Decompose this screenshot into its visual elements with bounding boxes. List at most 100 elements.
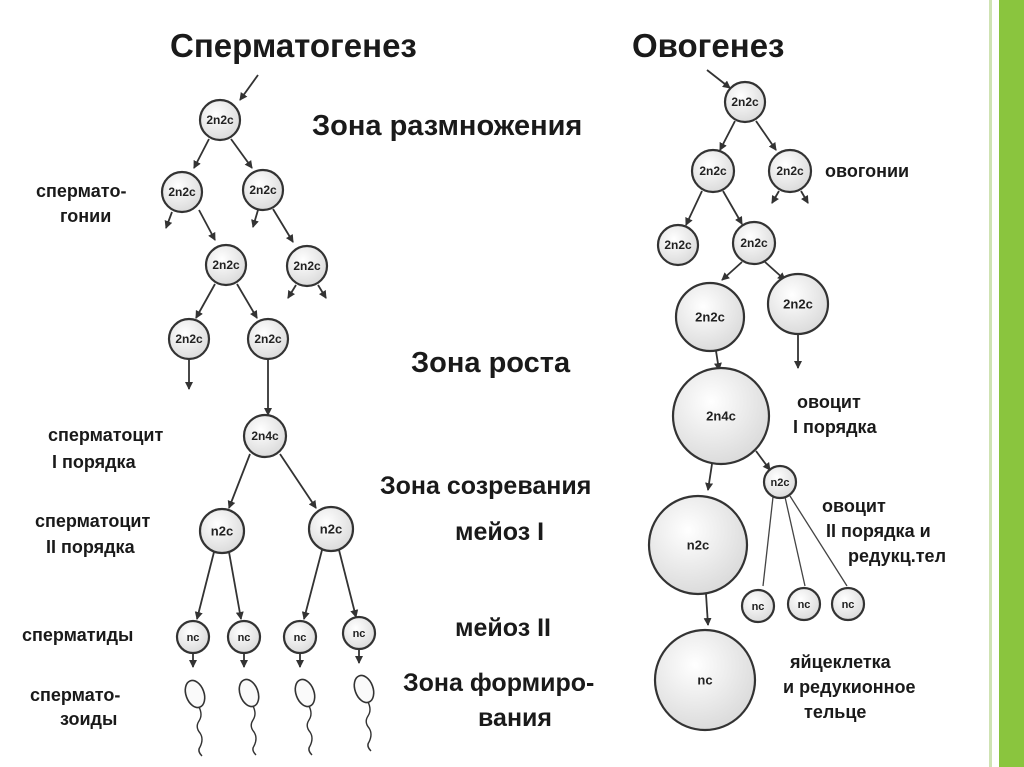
spermatid-cell-4-label: nc — [353, 628, 366, 640]
oogonium-cell-b-label: 2n2c — [776, 164, 804, 178]
spermatids-label: сперматиды — [22, 624, 133, 647]
oogonium-cell-a: 2n2c — [692, 150, 734, 192]
sperm-cell-4b-label: 2n2c — [254, 332, 282, 346]
oocyte-2-label-1: овоцит — [822, 495, 886, 518]
sperm-arrow-3b-out2 — [318, 285, 326, 298]
egg-cell: nc — [655, 630, 755, 730]
oocyte-2-label-3: редукц.тел — [848, 545, 946, 568]
oo-cell-1: 2n2c — [725, 82, 765, 122]
zone-maturation-label: Зона созревания — [380, 471, 591, 502]
oocyte-2-cell: n2c — [649, 496, 747, 594]
polar-body-1-label: n2c — [771, 477, 790, 489]
sperm-arrow-2b-out — [253, 210, 258, 227]
spermatid-cell-4: nc — [343, 617, 375, 649]
spermatozoa — [182, 673, 377, 756]
sperm-arrow-2a-out — [166, 212, 172, 228]
zone-reproduction-label: Зона размножения — [312, 108, 582, 144]
oo-arrow-3b — [765, 262, 785, 280]
sperm-cell-1-label: 2n2c — [206, 113, 234, 127]
polar-body-1: n2c — [764, 466, 796, 498]
polar-body-4-label: nc — [842, 599, 855, 611]
oo-arrow-5b — [756, 451, 770, 470]
sperm-entry-arrow — [240, 75, 258, 100]
sperm-arrow-6c — [304, 550, 322, 619]
zone-growth-label: Зона роста — [411, 345, 570, 381]
spermatozoa-label-2: зоиды — [60, 708, 117, 731]
sperm-arrow-3b — [237, 284, 257, 318]
spermatozoon-3 — [292, 677, 318, 755]
egg-label-1: яйцеклетка — [790, 651, 891, 674]
oocyte-1-label-1: овоцит — [797, 391, 861, 414]
oo-growth-cell-b-label: 2n2c — [783, 297, 813, 312]
polar-body-2-label: nc — [752, 601, 765, 613]
sperm-arrow-5a — [229, 454, 250, 508]
sperm-arrow-3a — [196, 284, 215, 318]
spermatocyte-1-label-2: I порядка — [52, 451, 136, 474]
oo-arrow-1a — [720, 121, 735, 150]
oogonium-cell-d-label: 2n2c — [740, 236, 768, 250]
sperm-cell-4b: 2n2c — [248, 319, 288, 359]
spermatid-cell-3: nc — [284, 621, 316, 653]
oogonia-label: овогонии — [825, 160, 909, 183]
oocyte-2-label-2: II порядка и — [826, 520, 931, 543]
sperm-arrow-5b — [280, 454, 316, 508]
oo-arrow-b-out1 — [772, 191, 779, 203]
spermatozoon-2 — [236, 677, 262, 755]
sperm-cell-1: 2n2c — [200, 100, 240, 140]
sperm-cell-3a: 2n2c — [206, 245, 246, 285]
egg-label-3: тельце — [804, 701, 866, 724]
oo-growth-cell-a: 2n2c — [676, 283, 744, 351]
spermatocyte-2b-cell: n2c — [309, 507, 353, 551]
sperm-arrow-6b — [229, 552, 241, 619]
spermatogonia-label-2: гонии — [60, 205, 111, 228]
spermatocyte-1-cell: 2n4c — [244, 415, 286, 457]
sperm-arrow-3b-out1 — [288, 285, 296, 298]
spermatogonia-label-1: сперматo- — [36, 180, 127, 203]
sperm-cell-3b-label: 2n2c — [293, 259, 321, 273]
oo-arrow-6 — [706, 594, 708, 625]
spermatozoa-label-1: спермато- — [30, 684, 120, 707]
spermatocyte-2a-cell-label: n2c — [211, 524, 233, 539]
meiosis-1-label: мейоз I — [455, 517, 544, 548]
spermatid-cell-2-label: nc — [238, 632, 251, 644]
oo-arrow-5a — [708, 464, 712, 490]
oo-arrow-b-out2 — [801, 191, 808, 203]
spermatogenesis-title: Сперматогенез — [170, 25, 417, 66]
sperm-cell-2b-label: 2n2c — [249, 183, 277, 197]
oogonium-cell-c: 2n2c — [658, 225, 698, 265]
egg-cell-label: nc — [697, 673, 712, 688]
sperm-arrow-2b — [273, 209, 293, 242]
sperm-cell-3a-label: 2n2c — [212, 258, 240, 272]
oogonium-cell-c-label: 2n2c — [664, 238, 692, 252]
polar-line-2 — [785, 497, 805, 586]
oocyte-1-cell: 2n4c — [673, 368, 769, 464]
oocyte-2-cell-label: n2c — [687, 538, 709, 553]
zone-formation-label-2: вания — [478, 703, 552, 734]
oo-growth-cell-b: 2n2c — [768, 274, 828, 334]
oocyte-1-label-2: I порядка — [793, 416, 877, 439]
sperm-cell-4a-label: 2n2c — [175, 332, 203, 346]
spermatozoon-1 — [182, 678, 208, 756]
oogenesis-title: Овогенез — [632, 25, 784, 66]
spermatocyte-1-label-1: сперматоцит — [48, 424, 163, 447]
oocyte-1-cell-label: 2n4c — [706, 409, 736, 424]
oo-cell-1-label: 2n2c — [731, 95, 759, 109]
spermatocyte-1-cell-label: 2n4c — [251, 429, 279, 443]
spermatid-cell-2: nc — [228, 621, 260, 653]
sperm-cell-4a: 2n2c — [169, 319, 209, 359]
spermatid-cell-1-label: nc — [187, 632, 200, 644]
oo-arrow-2a — [686, 191, 702, 225]
sperm-cell-3b: 2n2c — [287, 246, 327, 286]
oo-arrow-1b — [756, 121, 776, 150]
oo-entry-arrow — [707, 70, 730, 88]
oogonium-cell-d: 2n2c — [733, 222, 775, 264]
sperm-arrow-1b — [231, 139, 252, 168]
spermatid-cell-3-label: nc — [294, 632, 307, 644]
oo-growth-cell-a-label: 2n2c — [695, 310, 725, 325]
sperm-arrow-2a — [199, 210, 215, 240]
spermatozoon-4 — [351, 673, 377, 751]
spermatocyte-2-label-1: сперматоцит — [35, 510, 150, 533]
oo-arrow-3a — [722, 262, 742, 280]
sperm-arrow-6d — [339, 550, 356, 617]
